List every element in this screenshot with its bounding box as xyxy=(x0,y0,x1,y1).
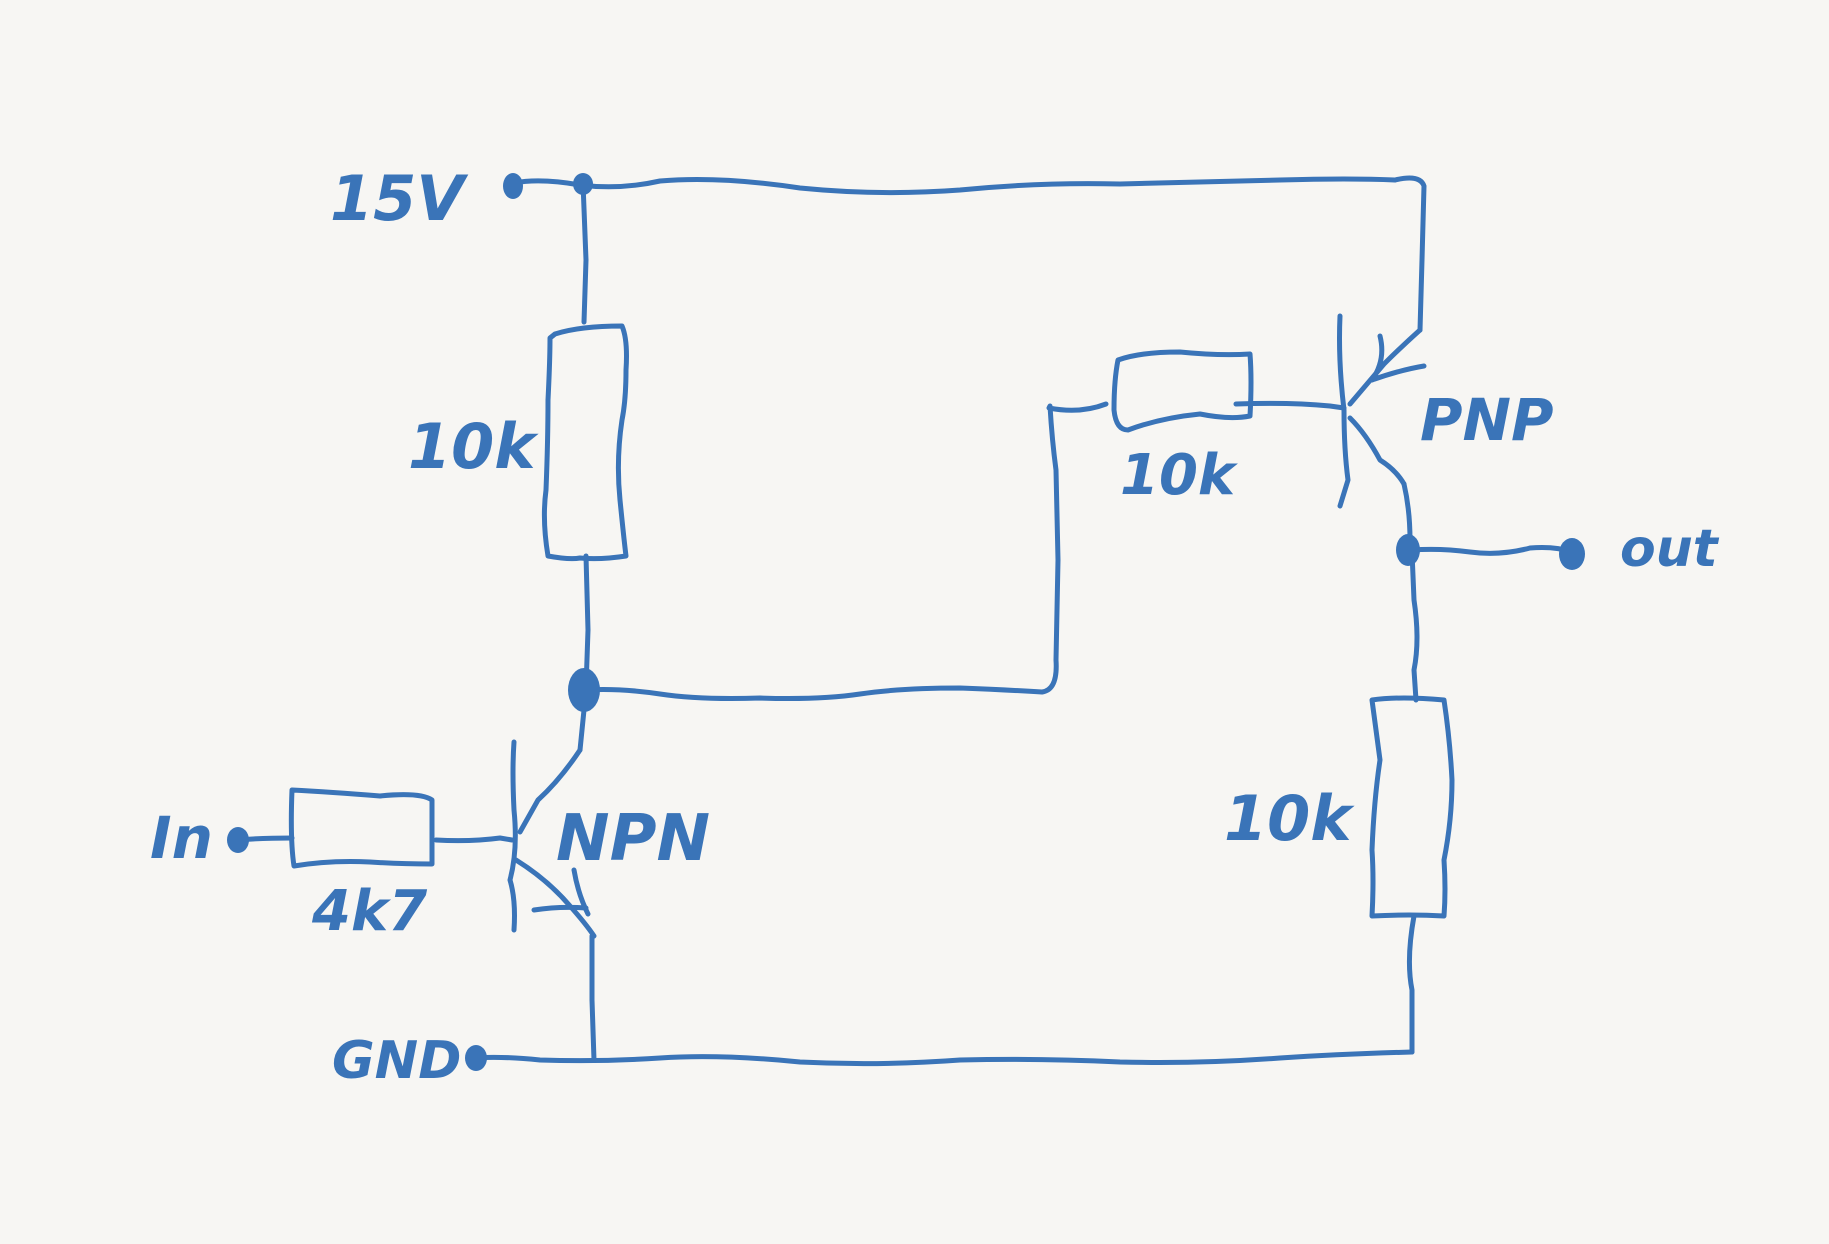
resistor-input xyxy=(288,787,435,869)
junction-node xyxy=(568,668,600,712)
label-output: out xyxy=(1620,519,1720,579)
terminal-in xyxy=(227,827,249,853)
label-pnp: PNP xyxy=(1420,386,1554,454)
wire-node-to-right xyxy=(583,685,1045,701)
pnp-emitter xyxy=(1347,327,1423,407)
junction-supply xyxy=(573,173,593,195)
label-resistor-input: 4k7 xyxy=(311,879,427,944)
label-supply-voltage: 15V xyxy=(330,162,469,235)
npn-base-bar xyxy=(507,739,518,933)
wire-npn-emitter-to-gnd xyxy=(589,933,597,1063)
terminal-out xyxy=(1559,538,1585,570)
junction-out xyxy=(1396,534,1420,566)
wire-supply-rail xyxy=(511,176,1398,196)
pnp-base-bar xyxy=(1337,313,1351,509)
pnp-collector xyxy=(1347,415,1407,487)
label-ground: GND xyxy=(332,1031,461,1091)
resistor-pnp-base xyxy=(1111,349,1254,433)
wire-supply-left-down xyxy=(580,180,589,325)
terminal-gnd xyxy=(465,1045,487,1071)
npn-transistor xyxy=(507,739,597,939)
wire-r1-to-node xyxy=(583,553,591,691)
wire-out-to-r3 xyxy=(1409,549,1420,703)
wire-supply-right-down xyxy=(1392,175,1427,333)
npn-collector xyxy=(517,747,583,835)
label-resistor-right: 10k xyxy=(1224,782,1355,855)
resistor-right xyxy=(1369,695,1455,919)
wire-right-up-to-r2 xyxy=(1039,401,1109,695)
wire-r3-to-gnd-rail xyxy=(1406,913,1417,1055)
label-npn: NPN xyxy=(556,802,710,876)
pnp-arrow xyxy=(1369,333,1427,383)
resistor-top-left xyxy=(541,323,629,562)
wire-out-to-terminal xyxy=(1409,545,1575,556)
label-resistor-pnp-base: 10k xyxy=(1120,443,1239,508)
label-input: In xyxy=(150,804,213,872)
terminal-supply xyxy=(503,173,523,199)
wire-gnd-rail xyxy=(473,1049,1415,1067)
label-resistor-top-left: 10k xyxy=(408,410,539,483)
pnp-transistor xyxy=(1337,313,1427,509)
wire-r-input-to-npn-base xyxy=(433,835,515,844)
npn-arrow xyxy=(531,867,591,917)
